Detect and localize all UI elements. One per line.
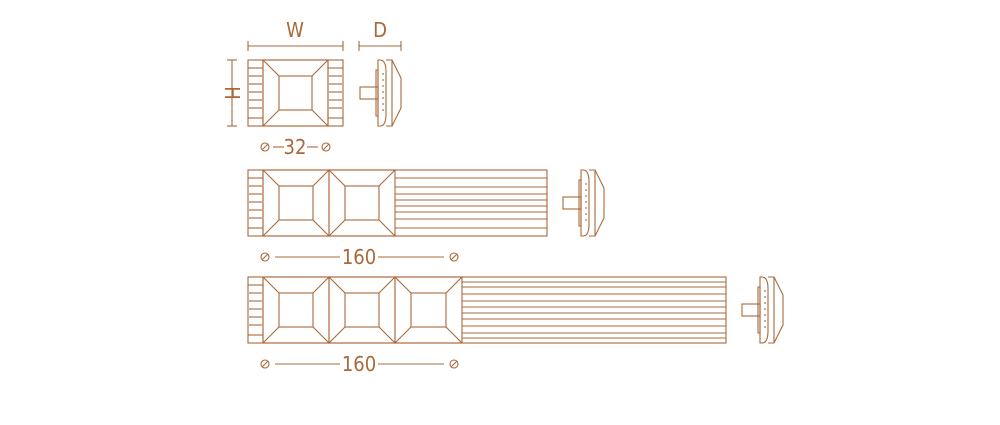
screw-icon [260,359,270,369]
spacing-dimension-32: 32 [260,135,331,159]
spacing-label-160-row3: 160 [342,352,376,376]
screw-icon [260,142,270,152]
screw-icon [321,142,331,152]
handle-triple-side [741,276,784,344]
spacing-label-32: 32 [284,135,307,159]
spacing-dimension-160-row2: 160 [260,245,459,269]
height-dimension: H [220,59,244,127]
width-dimension: W [247,18,344,51]
depth-dimension: D [358,18,402,51]
handle-single-front [247,59,344,127]
spacing-label-160-row2: 160 [342,245,376,269]
screw-icon [260,252,270,262]
handle-triple-front [247,276,727,344]
screw-icon [449,359,459,369]
height-label: H [220,86,244,100]
depth-label: D [373,18,387,42]
spacing-dimension-160-row3: 160 [260,352,459,376]
handle-double-side [562,169,605,237]
screw-icon [449,252,459,262]
handle-single-side [359,59,402,127]
width-label: W [286,18,304,42]
handle-double-front [247,169,548,237]
